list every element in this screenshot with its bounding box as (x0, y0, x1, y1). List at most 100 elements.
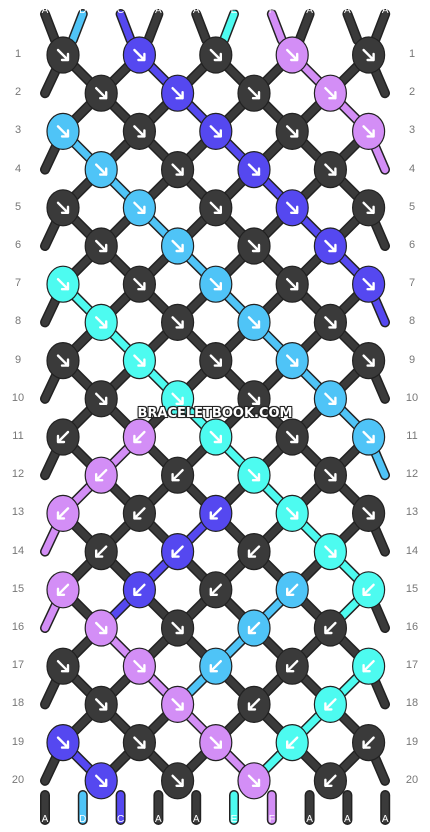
knot (275, 723, 309, 762)
top-strand-label: F (268, 5, 275, 16)
knot (237, 380, 271, 418)
row-number-right: 16 (405, 621, 419, 633)
arrow-down-left-icon (133, 507, 146, 520)
arrow-down-right-icon (133, 354, 146, 367)
knot (352, 112, 386, 150)
knot (237, 456, 271, 494)
arrow-down-right-icon (171, 163, 184, 176)
row-number-right: 19 (405, 735, 419, 748)
arrow-down-right-icon (95, 87, 108, 100)
row-number-left: 20 (11, 773, 25, 786)
knot (46, 189, 80, 227)
arrow-down-right-icon (133, 125, 146, 138)
row-number-right: 11 (406, 430, 418, 442)
knot (199, 342, 233, 380)
knot (237, 74, 271, 112)
top-strand-label: A (306, 5, 313, 16)
row-number-right: 1 (408, 48, 416, 60)
knot (313, 685, 347, 724)
arrow-down-left-icon (286, 583, 299, 596)
knot (352, 265, 386, 303)
row-number-left: 17 (11, 659, 25, 672)
arrow-down-right-icon (209, 125, 222, 138)
bottom-strand-label: A (41, 814, 49, 825)
knot (199, 647, 233, 685)
arrow-down-right-icon (247, 316, 261, 329)
knots (46, 36, 386, 800)
knot (161, 762, 195, 800)
knot (122, 723, 156, 762)
top-strand (370, 9, 391, 45)
arrow-down-right-icon (362, 507, 375, 520)
knot (161, 227, 195, 265)
knot (313, 303, 347, 341)
row-number-left: 14 (11, 544, 25, 557)
arrow-down-right-icon (95, 774, 108, 787)
row-number-left: 4 (14, 162, 22, 175)
arrow-down-right-icon (95, 316, 108, 329)
arrow-down-left-icon (209, 660, 222, 673)
knot (237, 609, 271, 647)
row-number-left: 3 (14, 124, 22, 137)
arrow-down-left-icon (362, 583, 375, 596)
arrow-down-right-icon (133, 660, 146, 673)
arrow-down-left-icon (133, 583, 146, 596)
knot (199, 189, 233, 227)
row-number-left: 13 (11, 506, 25, 519)
knot (84, 456, 118, 494)
knot (352, 36, 386, 74)
arrow-down-right-icon (56, 660, 70, 673)
row-number-right: 12 (405, 468, 419, 481)
arrow-down-right-icon (209, 201, 222, 214)
arrow-down-right-icon (56, 736, 70, 749)
knot (313, 74, 347, 112)
row-number-left: 15 (11, 582, 25, 595)
knot (84, 151, 118, 189)
arrow-down-right-icon (209, 736, 222, 749)
row-number-left: 1 (14, 48, 22, 60)
top-strand (219, 9, 239, 45)
bottom-strand-label: A (381, 814, 389, 825)
row-number-left: 2 (14, 86, 22, 99)
arrow-down-right-icon (209, 48, 222, 62)
top-strand-label: A (381, 5, 389, 16)
knot (122, 571, 156, 609)
arrow-down-right-icon (286, 354, 299, 367)
row-number-left: 7 (14, 277, 22, 290)
knot (352, 189, 386, 227)
top-strand-label: A (344, 5, 351, 16)
knot (313, 609, 347, 647)
arrow-down-left-icon (247, 698, 261, 711)
arrow-down-right-icon (247, 392, 261, 405)
row-number-right: 9 (408, 353, 416, 366)
arrow-down-left-icon (286, 660, 299, 673)
row-number-left: 9 (14, 353, 22, 366)
arrow-down-right-icon (286, 278, 299, 291)
arrow-down-right-icon (171, 698, 184, 711)
top-strand-label: E (230, 5, 238, 16)
arrow-down-right-icon (247, 469, 261, 482)
knot (313, 532, 347, 571)
arrow-down-right-icon (171, 316, 184, 329)
arrow-down-right-icon (56, 278, 70, 291)
knot (275, 647, 309, 685)
arrow-down-left-icon (209, 583, 222, 596)
knot (352, 647, 386, 685)
knot (199, 723, 233, 762)
knot (161, 609, 195, 647)
top-strand-label: D (79, 5, 87, 16)
row-number-right: 10 (405, 391, 419, 404)
knot (161, 532, 195, 571)
row-number-left: 5 (14, 200, 22, 213)
arrow-down-right-icon (362, 354, 375, 367)
arrow-down-right-icon (247, 87, 261, 100)
arrow-down-right-icon (286, 507, 299, 520)
arrow-down-right-icon (171, 239, 184, 253)
knot (237, 762, 271, 800)
knot (161, 74, 195, 112)
arrow-down-right-icon (95, 698, 108, 711)
arrow-down-right-icon (95, 621, 108, 635)
arrow-down-right-icon (133, 201, 146, 214)
knot (237, 151, 271, 189)
